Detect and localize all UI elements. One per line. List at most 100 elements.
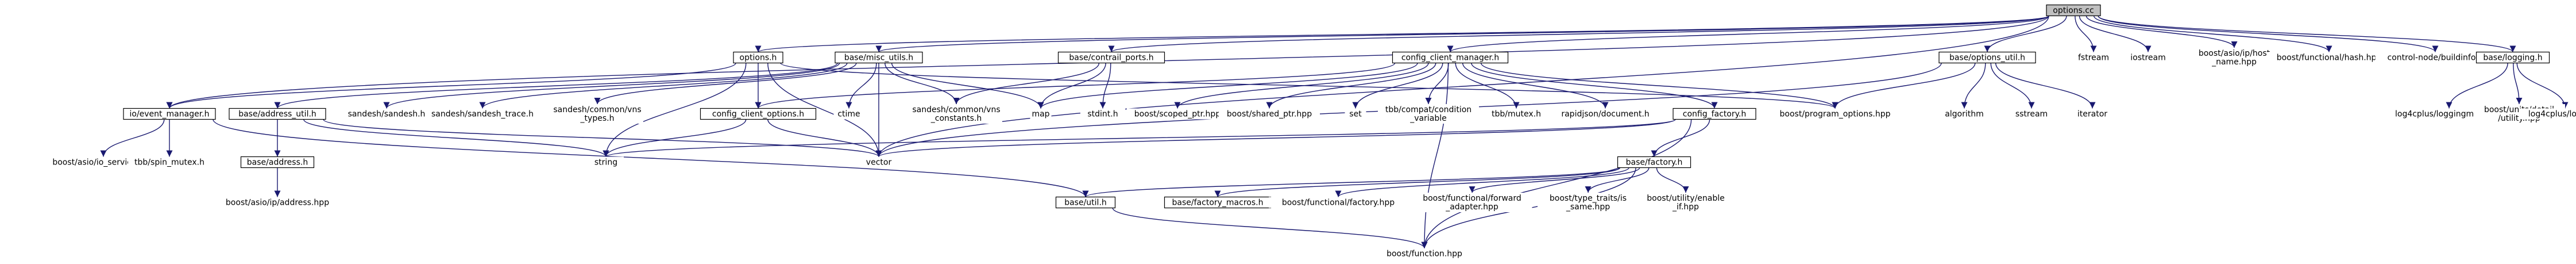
node-box bbox=[2046, 4, 2101, 17]
node-io-event-manager-h[interactable]: io/event_manager.h bbox=[123, 108, 216, 120]
node-label: boost/type_traits/is bbox=[1550, 194, 1627, 203]
node-config-client-manager-h[interactable]: config_client_manager.h bbox=[1392, 51, 1509, 64]
node-box bbox=[2375, 52, 2496, 63]
node-base-factory-macros-h[interactable]: base/factory_macros.h bbox=[1164, 196, 1272, 209]
node-label: io/event_manager.h bbox=[129, 110, 209, 119]
node-label: boost/scoped_ptr.hpp bbox=[1134, 110, 1221, 119]
node-box bbox=[835, 51, 923, 64]
edge-n3-n19 bbox=[953, 63, 1100, 105]
node-label: boost/functional/forward bbox=[1423, 194, 1521, 203]
node-label: sandesh/sandesh.h bbox=[348, 110, 426, 119]
node-box bbox=[1345, 108, 1366, 120]
node-box bbox=[1269, 197, 1408, 208]
edge-n5-n29 bbox=[1832, 63, 1976, 109]
node-tbb-mutex-h: tbb/mutex.h bbox=[1486, 108, 1546, 120]
node-label: set bbox=[1349, 110, 1362, 119]
node-boost-type-traits-is-same-hpp: boost/type_traits/is_same.hpp bbox=[1538, 193, 1639, 212]
node-options-h[interactable]: options.h bbox=[733, 51, 783, 64]
node-box bbox=[1055, 196, 1116, 209]
node-box bbox=[1412, 193, 1532, 212]
edge-n4-n49 bbox=[1421, 63, 1449, 248]
node-sstream: sstream bbox=[2011, 108, 2052, 120]
node-base-factory-h[interactable]: base/factory.h bbox=[1617, 156, 1691, 169]
node-box bbox=[1617, 156, 1691, 169]
edge-n0-n2 bbox=[876, 15, 2049, 53]
node-label: options.cc bbox=[2053, 6, 2094, 16]
edge-n11-n33 bbox=[2446, 63, 2508, 109]
node-box bbox=[910, 104, 1002, 124]
node-box bbox=[2188, 48, 2280, 67]
node-log4cplus-logger-h: log4cplus/logger.h bbox=[2519, 108, 2576, 120]
node-label: sandesh/sandesh_trace.h bbox=[431, 110, 534, 119]
node-label: control-node/buildinfo.h bbox=[2388, 53, 2484, 63]
node-base-address-h[interactable]: base/address.h bbox=[240, 156, 315, 169]
edge-n4-n24 bbox=[1352, 63, 1443, 109]
node-label: base/factory_macros.h bbox=[1172, 198, 1264, 208]
node-box bbox=[833, 108, 864, 120]
node-sandesh-common-vns-types-h: sandesh/common/vns_types.h bbox=[551, 104, 643, 124]
node-base-options-util-h[interactable]: base/options_util.h bbox=[1938, 51, 2036, 64]
node-box bbox=[1555, 108, 1656, 120]
node-box bbox=[2073, 52, 2114, 63]
edge-n5-n32 bbox=[1995, 63, 2096, 109]
node-boost-functional-factory-hpp: boost/functional/factory.hpp bbox=[1269, 197, 1408, 208]
node-base-logging-h[interactable]: base/logging.h bbox=[2475, 51, 2550, 64]
node-box bbox=[2475, 51, 2550, 64]
edge-n0-n11 bbox=[2098, 15, 2516, 53]
edge-n17-n41 bbox=[767, 119, 882, 157]
node-label: boost/asio/ip/host bbox=[2199, 49, 2270, 58]
node-box bbox=[2011, 108, 2052, 120]
node-label: config_factory.h bbox=[1683, 110, 1746, 119]
node-base-misc-utils-h[interactable]: base/misc_utils.h bbox=[835, 51, 923, 64]
node-options-cc[interactable]: options.cc bbox=[2046, 4, 2101, 17]
node-box bbox=[1030, 108, 1052, 120]
edge-n28-n42 bbox=[1651, 119, 1710, 157]
node-label: map bbox=[1032, 110, 1049, 119]
edge-n1-n12 bbox=[166, 62, 736, 109]
node-box bbox=[588, 156, 624, 168]
edge-n4-n23 bbox=[1266, 63, 1436, 109]
node-sandesh-sandesh-trace-h: sandesh/sandesh_trace.h bbox=[424, 108, 540, 120]
node-box bbox=[1127, 108, 1228, 120]
node-label: options.h bbox=[740, 53, 777, 63]
edge-n1-n41 bbox=[767, 63, 882, 157]
edge-n11-n34 bbox=[2513, 63, 2523, 105]
node-box bbox=[861, 156, 897, 168]
node-base-contrail-ports-h[interactable]: base/contrail_ports.h bbox=[1057, 51, 1165, 64]
edge-n4-n22 bbox=[1174, 63, 1429, 109]
node-iterator: iterator bbox=[2070, 108, 2115, 120]
node-box bbox=[2519, 108, 2576, 120]
node-box bbox=[343, 108, 430, 120]
node-ctime: ctime bbox=[833, 108, 864, 120]
edge-n28-n49 bbox=[1421, 119, 1692, 248]
node-box bbox=[1486, 108, 1546, 120]
edge-n0-n41 bbox=[875, 16, 2049, 157]
edge-n12-n43 bbox=[213, 119, 1089, 197]
node-label: iostream bbox=[2130, 53, 2166, 63]
node-box bbox=[128, 156, 211, 168]
node-label: _constants.h bbox=[930, 114, 982, 123]
edge-n0-n1 bbox=[755, 15, 2049, 53]
node-box bbox=[1635, 193, 1736, 212]
node-label: sstream bbox=[2015, 110, 2048, 119]
edge-n43-n49 bbox=[1112, 208, 1428, 248]
edge-n13-n41 bbox=[323, 118, 882, 158]
node-config-factory-h[interactable]: config_factory.h bbox=[1673, 108, 1756, 120]
node-label: tbb/mutex.h bbox=[1492, 110, 1541, 119]
node-base-util-h[interactable]: base/util.h bbox=[1055, 196, 1116, 209]
node-box bbox=[551, 104, 643, 124]
node-box bbox=[1378, 104, 1479, 124]
node-label: sandesh/common/vns bbox=[553, 105, 641, 114]
edge-n42-n47 bbox=[1585, 167, 1650, 193]
node-box bbox=[2266, 52, 2392, 63]
node-base-address-util-h[interactable]: base/address_util.h bbox=[229, 108, 326, 120]
node-box bbox=[1392, 51, 1509, 64]
node-box bbox=[1673, 108, 1756, 120]
node-iostream: iostream bbox=[2126, 52, 2171, 63]
node-set: set bbox=[1345, 108, 1366, 120]
edge-n2-n14 bbox=[383, 63, 840, 109]
node-config-client-options-h[interactable]: config_client_options.h bbox=[700, 108, 817, 120]
node-box bbox=[2070, 108, 2115, 120]
edge-n1-n40 bbox=[603, 63, 747, 157]
